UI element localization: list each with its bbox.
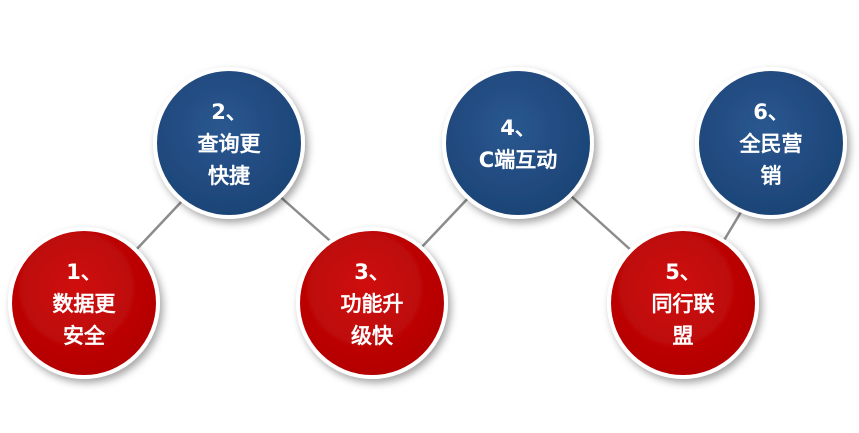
step-label-line: 5、 <box>665 260 701 284</box>
step-label-line: 安全 <box>63 324 106 348</box>
step-circle <box>607 227 759 379</box>
connector-3-4 <box>418 194 472 251</box>
step-node-4: 4、 C端互动 <box>442 67 594 219</box>
step-label-line: 销 <box>761 164 782 188</box>
step-label-line: 快捷 <box>208 164 250 188</box>
step-label-line: 1、 <box>66 260 102 284</box>
step-label-line: 数据更 <box>53 292 117 316</box>
connector-1-2 <box>134 199 184 252</box>
step-circle <box>442 67 594 219</box>
step-label-line: 6、 <box>753 100 789 124</box>
step-label-line: 全民营 <box>739 132 803 156</box>
step-label-line: 盟 <box>673 324 694 348</box>
step-label-line: 4、 <box>500 116 536 140</box>
step-label-line: 同行联 <box>652 292 715 316</box>
step-label-line: 级快 <box>351 324 394 348</box>
step-circle <box>296 227 448 379</box>
step-circle <box>8 227 160 379</box>
step-label-line: 功能升 <box>341 292 404 316</box>
step-label-line: 3、 <box>354 260 390 284</box>
step-label-line: 查询更 <box>198 132 262 156</box>
connector-4-5 <box>570 195 634 253</box>
step-label-line: 2、 <box>211 100 247 124</box>
step-circle <box>695 67 847 219</box>
step-label-line: C端互动 <box>479 148 557 172</box>
connector-2-3 <box>275 192 338 248</box>
step-circle <box>153 67 305 219</box>
